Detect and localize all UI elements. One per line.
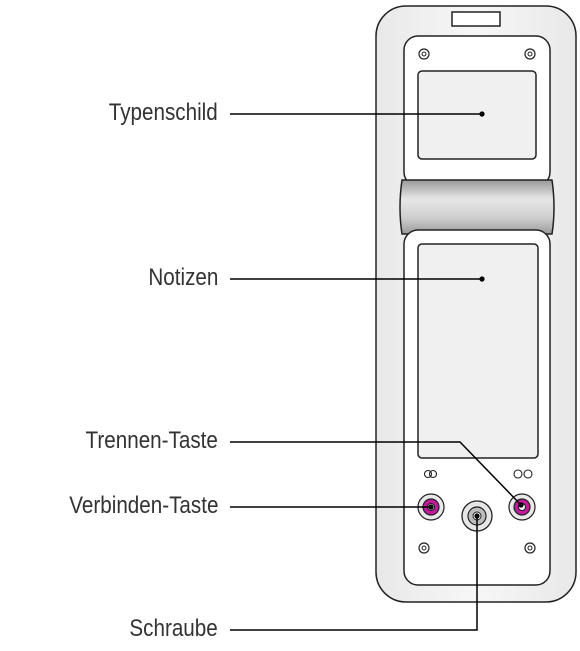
label-notizen: Notizen xyxy=(148,264,218,291)
screw-bottom-left-icon xyxy=(418,542,430,554)
callout-typenschild-line xyxy=(230,111,485,117)
screw-bottom-right-icon xyxy=(524,542,536,554)
notes-area xyxy=(417,243,539,459)
disconnect-symbol-icon xyxy=(423,469,438,479)
type-plate xyxy=(417,70,537,160)
label-verbinden-taste: Verbinden-Taste xyxy=(68,492,218,519)
label-trennen-taste: Trennen-Taste xyxy=(85,427,218,454)
screw-top-left-icon xyxy=(418,48,430,60)
label-schraube: Schraube xyxy=(129,615,218,642)
connect-symbol-icon xyxy=(513,469,533,479)
top-clip xyxy=(451,11,501,27)
grip-band xyxy=(399,179,555,235)
callout-trennen-line xyxy=(230,441,524,508)
callout-verbinden-line xyxy=(230,504,434,510)
label-typenschild: Typenschild xyxy=(108,99,218,126)
callout-schraube-line xyxy=(230,513,480,631)
screw-top-right-icon xyxy=(524,48,536,60)
callout-notizen-line xyxy=(230,276,485,282)
